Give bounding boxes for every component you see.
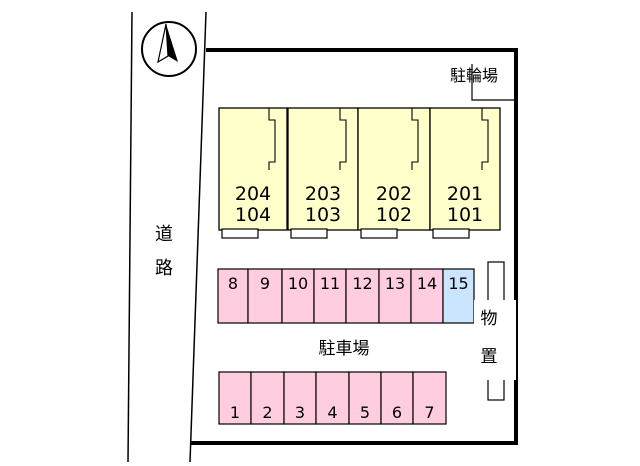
road-edge-right <box>189 11 207 463</box>
north-arrow-icon <box>141 21 197 77</box>
unit-number-lower: 101 <box>447 204 483 226</box>
parking-space-3: 3 <box>283 371 317 425</box>
parking-space-8: 8 <box>217 268 249 324</box>
parking-space-number: 6 <box>392 403 402 422</box>
parking-space-number: 15 <box>448 274 468 293</box>
parking-space-number: 7 <box>424 403 434 422</box>
bicycle-parking: 駐輪場 <box>450 64 514 101</box>
unit-number-lower: 104 <box>235 204 271 226</box>
parking-row-top: 8 9 10 11 12 13 14 15 <box>217 268 475 324</box>
parking-space-9: 9 <box>247 268 283 324</box>
parking-space-15: 15 <box>442 268 475 324</box>
parking-space-6: 6 <box>380 371 414 425</box>
parking-space-number: 1 <box>230 403 240 422</box>
parking-space-4: 4 <box>315 371 350 425</box>
parking-space-number: 3 <box>295 403 305 422</box>
parking-space-number: 4 <box>327 403 337 422</box>
unit-number-upper: 201 <box>447 183 483 205</box>
unit-number-lower: 103 <box>305 204 341 226</box>
unit-number-upper: 202 <box>376 183 412 205</box>
parking-space-number: 10 <box>288 274 308 293</box>
parking-space-2: 2 <box>250 371 285 425</box>
parking-space-number: 2 <box>262 403 272 422</box>
parking-space-11: 11 <box>313 268 347 324</box>
parking-label: 駐車場 <box>319 339 370 359</box>
parking-space-14: 14 <box>410 268 444 324</box>
road-label-1: 道 <box>155 224 173 245</box>
storage-label-2: 置 <box>481 347 498 367</box>
parking-space-number: 9 <box>260 274 270 293</box>
unit-number-lower: 102 <box>376 204 412 226</box>
parking-space-1: 1 <box>218 371 252 425</box>
parking-row-bottom: 1 2 3 4 5 6 7 <box>218 371 447 425</box>
unit-number-upper: 203 <box>305 183 341 205</box>
parking-space-number: 8 <box>228 274 238 293</box>
unit-number-upper: 204 <box>235 183 271 205</box>
parking-space-number: 13 <box>385 274 405 293</box>
parking-space-7: 7 <box>412 371 447 425</box>
parking-space-number: 5 <box>360 403 370 422</box>
site-boundary <box>190 48 518 445</box>
storage-label-1: 物 <box>481 309 498 329</box>
parking-space-number: 14 <box>417 274 437 293</box>
bicycle-parking-label: 駐輪場 <box>450 66 498 85</box>
parking-space-number: 11 <box>320 274 340 293</box>
parking-space-number: 12 <box>352 274 372 293</box>
road-label-2: 路 <box>155 258 173 279</box>
parking-space-10: 10 <box>281 268 315 324</box>
storage-shed: 物 置 <box>474 261 516 401</box>
road-edge-left <box>127 11 133 463</box>
parking-space-12: 12 <box>345 268 380 324</box>
parking-space-13: 13 <box>378 268 412 324</box>
parking-space-5: 5 <box>348 371 382 425</box>
